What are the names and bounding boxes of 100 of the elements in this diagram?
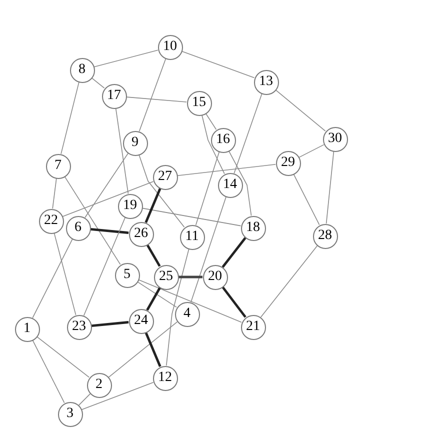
edge-line — [32, 238, 73, 318]
node-label: 8 — [78, 63, 86, 77]
edge-line — [146, 287, 161, 311]
node-label: 9 — [132, 136, 138, 150]
edge-line — [205, 113, 217, 130]
node-label: 19 — [123, 199, 137, 213]
edge-line — [91, 77, 105, 89]
edge-line — [115, 108, 129, 194]
node-circle — [210, 128, 236, 152]
edge-line — [137, 281, 177, 308]
edge-line — [275, 90, 326, 132]
node-circle — [276, 150, 300, 176]
node-circle — [218, 172, 242, 198]
node-circle — [154, 264, 178, 290]
edge-line — [78, 393, 91, 406]
node-circle — [240, 216, 266, 240]
node-circle — [186, 90, 212, 116]
edge-line — [177, 164, 276, 176]
node-circle — [180, 224, 204, 250]
node-label: 10 — [163, 40, 177, 54]
edge-line — [36, 336, 90, 378]
edge-line — [83, 217, 126, 316]
edge-line — [91, 321, 129, 327]
node-label: 14 — [223, 178, 237, 192]
node-label: 1 — [24, 322, 30, 336]
node-circle — [114, 262, 140, 288]
node-label: 6 — [74, 221, 82, 235]
edge-line — [234, 93, 262, 174]
node-circle — [312, 224, 338, 248]
edge-line — [146, 244, 161, 267]
edge-line — [54, 232, 76, 316]
node-label: 27 — [158, 170, 172, 184]
node-label: 23 — [72, 320, 86, 334]
edge-line — [181, 50, 255, 78]
node-label: 16 — [216, 133, 230, 147]
node-circle — [240, 314, 266, 340]
node-circle — [254, 70, 278, 94]
node-circle — [86, 372, 112, 398]
edge-line — [81, 382, 154, 410]
edge-line — [32, 340, 65, 404]
node-label: 11 — [185, 230, 199, 244]
edge-line — [293, 174, 320, 226]
node-label: 28 — [318, 229, 332, 243]
edge-line — [260, 245, 318, 318]
node-label: 30 — [328, 132, 342, 146]
node-circle — [152, 164, 178, 190]
edge-line — [62, 181, 154, 217]
node-circle — [152, 366, 178, 390]
edge-line — [190, 196, 226, 303]
node-label: 21 — [246, 320, 260, 334]
node-circle — [58, 402, 82, 426]
edge-line — [52, 178, 57, 209]
node-label: 4 — [184, 307, 190, 321]
node-label: 12 — [158, 371, 172, 385]
edge-line — [90, 228, 129, 234]
edge-line — [144, 332, 162, 367]
node-circle — [128, 222, 154, 246]
edge-line — [326, 151, 334, 224]
edge-line — [222, 286, 246, 318]
node-label: 3 — [66, 407, 74, 421]
edge-line — [166, 248, 190, 366]
node-label: 7 — [54, 159, 62, 173]
edge-line — [64, 176, 121, 265]
edge-line — [202, 114, 225, 174]
edge-line — [84, 152, 128, 218]
node-circle — [14, 316, 40, 342]
node-label: 20 — [208, 270, 222, 284]
node-circle — [158, 34, 182, 60]
node-label: 13 — [259, 75, 273, 89]
node-label: 17 — [107, 89, 121, 103]
edge-line — [222, 237, 246, 268]
node-circle — [174, 302, 200, 326]
node-label: 5 — [124, 268, 130, 282]
node-circle — [102, 84, 126, 108]
node-circle — [46, 154, 70, 178]
edge-line — [108, 321, 178, 378]
edge-line — [60, 82, 80, 154]
edge-line — [138, 279, 242, 323]
edge-line — [94, 50, 158, 68]
edge-line — [142, 208, 242, 226]
node-circle — [322, 126, 348, 152]
node-circle — [118, 194, 142, 218]
edge-line — [138, 154, 185, 228]
edge-line — [144, 188, 162, 223]
node-circle — [38, 208, 64, 234]
node-label: 29 — [281, 156, 295, 170]
node-label: 2 — [96, 378, 102, 392]
node-label: 18 — [246, 221, 260, 235]
edge-line — [138, 58, 166, 132]
node-label: 15 — [192, 96, 206, 110]
edge-line — [298, 144, 324, 158]
node-label: 25 — [159, 270, 173, 284]
edge-line — [195, 152, 220, 226]
node-label: 24 — [134, 314, 148, 328]
edge-line — [178, 276, 202, 278]
node-circle — [66, 216, 90, 240]
node-circle — [66, 314, 92, 340]
node-label: 22 — [44, 214, 58, 228]
edge-line — [126, 96, 187, 102]
node-circle — [128, 308, 154, 334]
